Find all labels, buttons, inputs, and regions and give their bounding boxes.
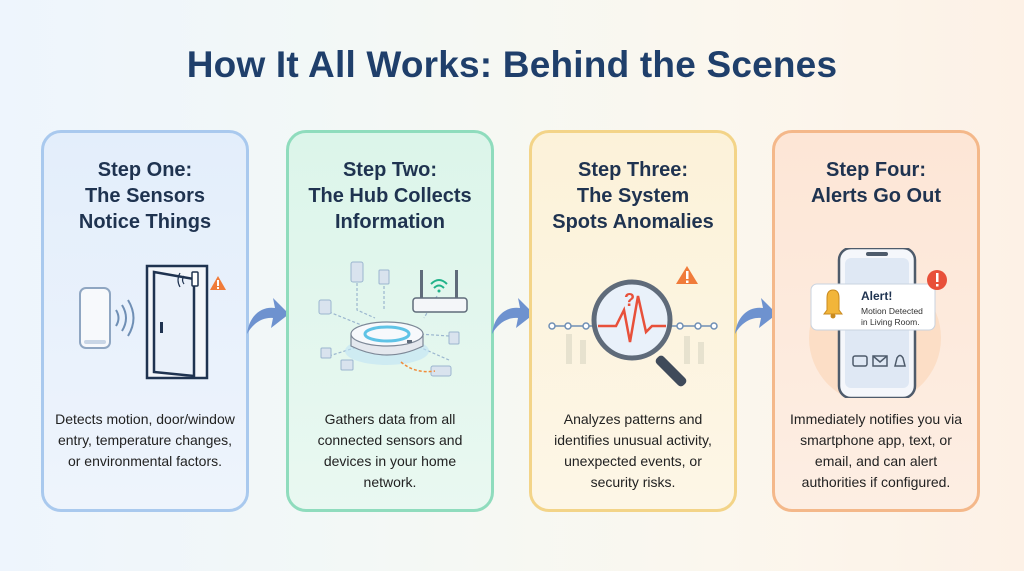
alert-message-line: Motion Detected <box>861 306 923 316</box>
bell-icon <box>823 289 843 319</box>
step-two-card: Step Two: The Hub Collects Information <box>286 130 494 512</box>
step-four-title: Step Four: Alerts Go Out <box>779 157 973 209</box>
step-two-title-line: The Hub Collects <box>308 185 472 207</box>
alert-badge-icon <box>927 270 947 290</box>
step-three-title-line: Step Three: <box>577 159 689 181</box>
step-two-title-line: Information <box>335 211 445 233</box>
flow-arrow-icon <box>735 298 777 334</box>
step-one-description: Detects motion, door/window entry, tempe… <box>55 411 235 469</box>
step-one-title-line: Notice Things <box>78 211 212 233</box>
hub-illustration <box>318 261 468 377</box>
hub-icon <box>345 321 429 365</box>
motion-sensor-icon <box>79 287 135 349</box>
step-four-title-line: Alerts Go Out <box>810 185 941 207</box>
step-two-title-line: Step Two: <box>342 159 438 181</box>
anomaly-illustration: ? <box>548 266 718 387</box>
step-two-title: Step Two: The Hub Collects Information <box>293 157 487 235</box>
step-four-title-line: Step Four: <box>826 159 926 181</box>
notification-icons <box>852 354 906 367</box>
alert-message-line: in Living Room. <box>861 317 920 327</box>
step-two-description: Gathers data from all connected sensors … <box>317 411 463 490</box>
step-three-title-line: Spots Anomalies <box>552 211 714 233</box>
svg-text:?: ? <box>624 290 635 310</box>
open-door-icon <box>145 264 209 380</box>
step-one-card: Step One: The Sensors Notice Things Dete… <box>41 130 249 512</box>
step-one-title-line: The Sensors <box>84 185 206 207</box>
page-title: How It All Works: Behind the Scenes <box>186 44 838 85</box>
warning-icon <box>210 276 226 290</box>
magnifier-icon: ? <box>591 279 687 387</box>
step-three-description: Analyzes patterns and identifies unusual… <box>554 411 712 490</box>
step-four-description: Immediately notifies you via smartphone … <box>790 411 962 490</box>
step-three-title: Step Three: The System Spots Anomalies <box>536 157 730 235</box>
flow-arrow-icon <box>492 298 534 334</box>
step-one-title-line: Step One: <box>97 159 193 181</box>
step-three-card: Step Three: The System Spots Anomalies ? <box>529 130 737 512</box>
flow-arrow-icon <box>247 298 289 334</box>
sensor-illustration <box>79 264 226 380</box>
step-four-card: Step Four: Alerts Go Out Alert! Motion D… <box>772 130 980 512</box>
router-icon <box>412 270 468 313</box>
alert-heading: Alert! <box>861 289 892 303</box>
alert-illustration: Alert! Motion Detected in Living Room. <box>809 248 947 398</box>
step-three-title-line: The System <box>576 185 690 207</box>
warning-icon <box>676 266 698 284</box>
step-one-title: Step One: The Sensors Notice Things <box>48 157 242 235</box>
